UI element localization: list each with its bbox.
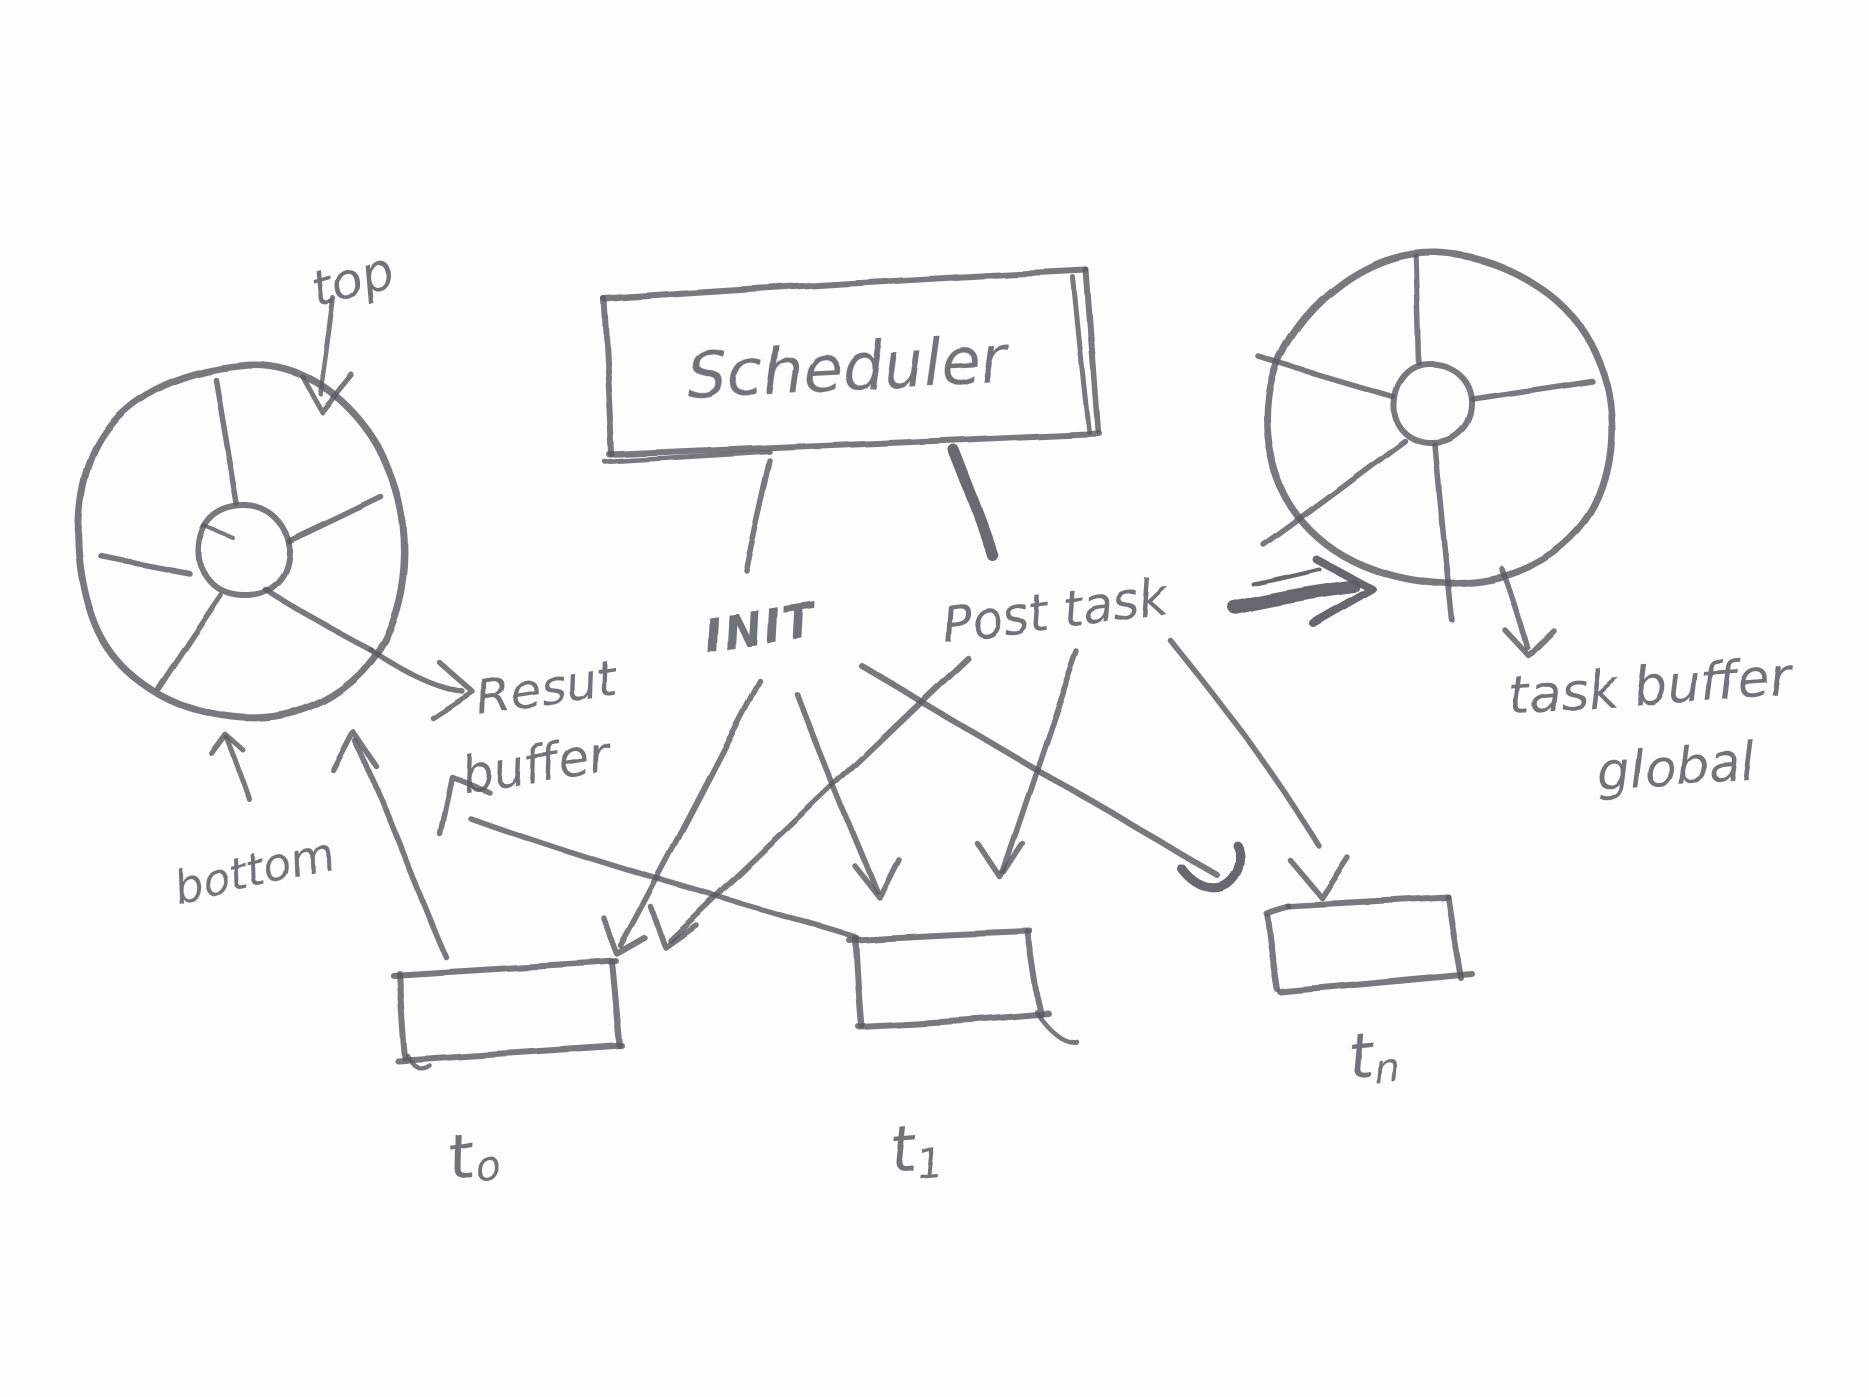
left-wheel-spokes (98, 377, 384, 691)
t0-label: to (442, 1114, 504, 1196)
edge-post-task-right-wheel (1227, 555, 1376, 627)
scheduler-label: Scheduler (685, 323, 1013, 414)
edge-init-t1 (794, 691, 901, 900)
left-wheel-hub (195, 502, 293, 599)
edge-post-task-tn (1167, 637, 1351, 901)
result-buffer-label-line1: Resut (473, 649, 622, 727)
t1-label: t1 (888, 1110, 944, 1190)
edge-t0-wheel (331, 730, 449, 960)
tn-label-sub: n (1371, 1042, 1403, 1094)
edge-scheduler-init (743, 458, 773, 573)
edge-t1-result-buffer (437, 774, 859, 940)
edge-scheduler-post-task (947, 443, 1000, 563)
edge-post-task-t0 (648, 654, 970, 950)
scheduler-box (601, 267, 1102, 465)
edge-top-wheel (300, 296, 355, 415)
task-buffer-label-line2: global (1595, 732, 1758, 803)
right-wheel (1256, 248, 1616, 623)
edge-bottom-wheel (209, 732, 252, 802)
tn-box (1263, 894, 1475, 995)
right-wheel-spokes (1256, 253, 1595, 623)
edge-init-tn (860, 664, 1246, 894)
edge-init-t0 (600, 678, 763, 957)
bottom-label: bottom (169, 826, 340, 914)
edge-wheel-task-buffer (1499, 566, 1556, 658)
result-buffer-label-line2: buffer (458, 725, 616, 805)
post-task-label: Post task (938, 568, 1173, 654)
edge-wheel-result-buffer (368, 647, 476, 721)
sketch-layer (75, 248, 1616, 1071)
task-buffer-label-line1: task buffer (1507, 647, 1797, 727)
tn-label: tn (1344, 1015, 1403, 1096)
edge-post-task-t1 (975, 649, 1080, 880)
init-label: INIT (700, 593, 823, 664)
left-wheel-hub-mark (202, 524, 235, 540)
t0-box (390, 958, 625, 1071)
left-wheel-rim (75, 361, 409, 722)
right-wheel-rim (1264, 248, 1616, 587)
t1-label-sub: 1 (915, 1140, 944, 1188)
t1-box (846, 928, 1079, 1044)
right-wheel-hub (1390, 360, 1475, 447)
top-label: top (305, 241, 400, 319)
left-wheel (75, 361, 409, 722)
